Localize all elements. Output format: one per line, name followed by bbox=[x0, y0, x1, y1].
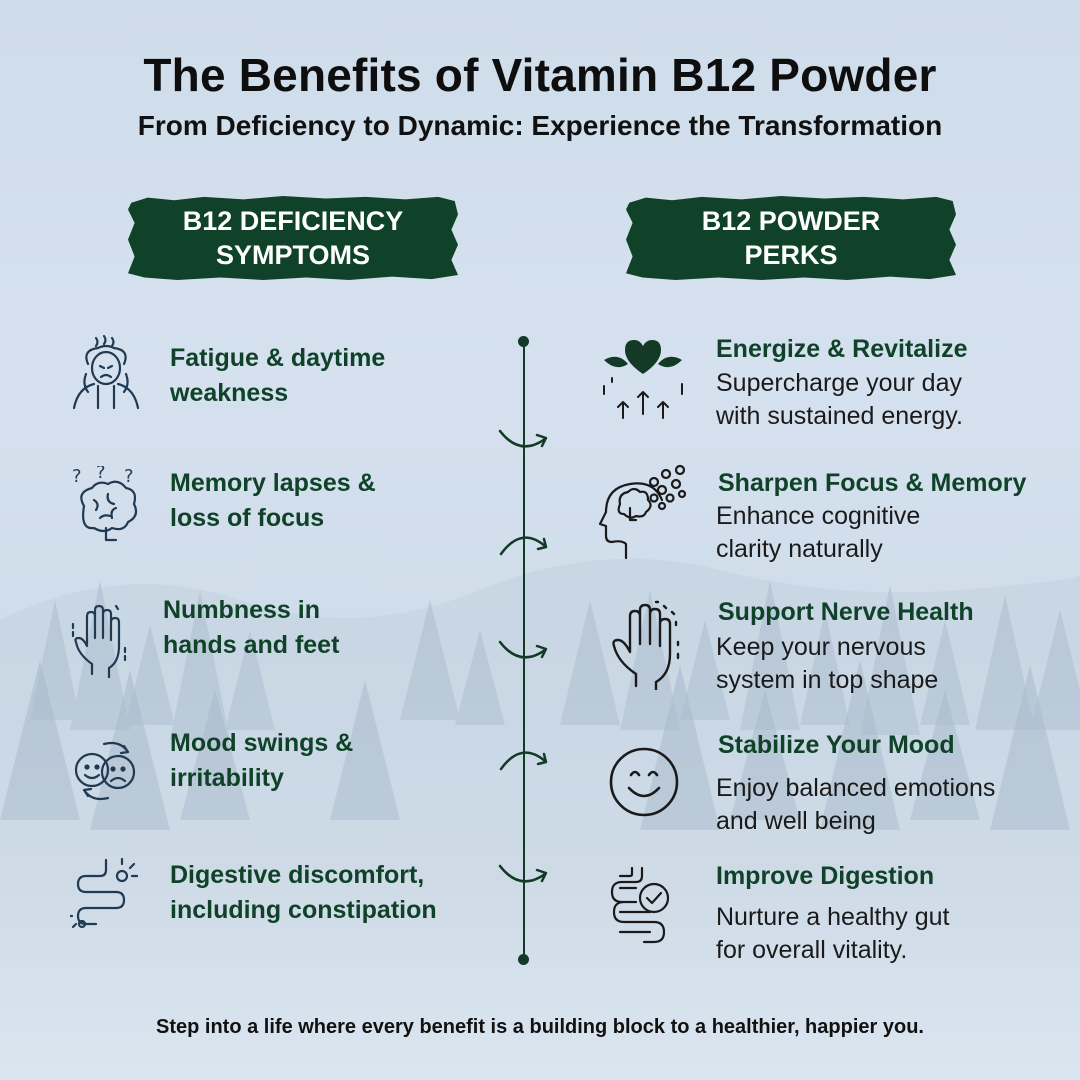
mood-faces-icon bbox=[74, 741, 136, 801]
head-brain-icon bbox=[598, 464, 687, 560]
banner-line: PERKS bbox=[744, 240, 838, 270]
powder-perks-banner: B12 POWDER PERKS bbox=[626, 196, 956, 280]
symptom-mood: Mood swings & irritability bbox=[170, 726, 353, 796]
symptom-digestive: Digestive discomfort, including constipa… bbox=[170, 858, 437, 928]
perk-desc-line: clarity naturally bbox=[716, 535, 883, 563]
curved-arrow-icon bbox=[499, 751, 548, 771]
perk-desc-line: system in top shape bbox=[716, 666, 939, 694]
tired-person-icon bbox=[72, 334, 140, 410]
perk-desc-line: with sustained energy. bbox=[716, 402, 963, 430]
symptom-fatigue: Fatigue & daytime weakness bbox=[170, 341, 385, 411]
page-title: The Benefits of Vitamin B12 Powder bbox=[143, 49, 937, 101]
perk-desc-line: for overall vitality. bbox=[716, 936, 908, 964]
heart-energy-icon bbox=[603, 340, 683, 419]
deficiency-symptoms-banner: B12 DEFICIENCY SYMPTOMS bbox=[128, 196, 458, 280]
symptom-line: hands and feet bbox=[163, 631, 340, 659]
perk-title-energize: Energize & Revitalize bbox=[716, 335, 968, 363]
perk-desc-line: Enhance cognitive bbox=[716, 502, 921, 530]
perk-desc-line: Enjoy balanced emotions bbox=[716, 774, 996, 802]
gut-check-icon bbox=[610, 866, 670, 944]
symptom-memory: Memory lapses & loss of focus bbox=[170, 466, 376, 536]
symptom-line: weakness bbox=[170, 379, 289, 407]
svg-text:?: ? bbox=[124, 466, 134, 487]
tingling-hand-icon bbox=[71, 604, 127, 678]
perk-desc-energize: Supercharge your day with sustained ener… bbox=[716, 367, 963, 433]
healthy-hand-icon bbox=[612, 600, 680, 690]
perk-title-focus: Sharpen Focus & Memory bbox=[718, 469, 1027, 497]
timeline-start-dot bbox=[518, 336, 529, 347]
curved-arrow-icon bbox=[498, 640, 548, 659]
banner-line: B12 POWDER bbox=[701, 206, 881, 236]
smiley-icon bbox=[609, 747, 679, 817]
intestine-icon bbox=[70, 857, 139, 929]
perk-title-digestion: Improve Digestion bbox=[716, 862, 935, 890]
svg-text:?: ? bbox=[96, 466, 106, 483]
confused-brain-icon: ? ? ? bbox=[72, 466, 138, 542]
symptom-line: Fatigue & daytime bbox=[170, 344, 386, 372]
symptom-line: loss of focus bbox=[170, 504, 325, 532]
perk-desc-digestion: Nurture a healthy gut for overall vitali… bbox=[716, 901, 949, 967]
page-subtitle: From Deficiency to Dynamic: Experience t… bbox=[137, 110, 943, 141]
symptom-line: Memory lapses & bbox=[170, 469, 376, 497]
symptom-numbness: Numbness in hands and feet bbox=[163, 593, 339, 663]
footer-tagline: Step into a life where every benefit is … bbox=[156, 1016, 924, 1038]
banner-line: SYMPTOMS bbox=[215, 240, 371, 270]
perk-title-mood: Stabilize Your Mood bbox=[718, 731, 955, 759]
perk-desc-line: Nurture a healthy gut bbox=[716, 903, 950, 931]
perk-desc-nerve: Keep your nervous system in top shape bbox=[716, 631, 938, 697]
svg-text:?: ? bbox=[72, 466, 82, 487]
symptom-line: including constipation bbox=[170, 896, 437, 924]
banner-line: B12 DEFICIENCY bbox=[182, 206, 404, 236]
perk-desc-line: and well being bbox=[716, 807, 876, 835]
symptom-line: Digestive discomfort, bbox=[170, 861, 425, 889]
curved-arrow-icon bbox=[498, 429, 548, 448]
curved-arrow-icon bbox=[498, 864, 548, 883]
symptom-line: Mood swings & bbox=[170, 729, 354, 757]
symptom-line: irritability bbox=[170, 764, 284, 792]
perk-desc-focus: Enhance cognitive clarity naturally bbox=[716, 500, 920, 566]
timeline-end-dot bbox=[518, 954, 529, 965]
perk-desc-mood: Enjoy balanced emotions and well being bbox=[716, 772, 995, 838]
curved-arrow-icon bbox=[499, 536, 548, 556]
perk-desc-line: Supercharge your day bbox=[716, 369, 962, 397]
perk-title-nerve: Support Nerve Health bbox=[718, 598, 974, 626]
perk-desc-line: Keep your nervous bbox=[716, 633, 926, 661]
timeline-line bbox=[523, 340, 525, 960]
symptom-line: Numbness in bbox=[163, 596, 320, 624]
